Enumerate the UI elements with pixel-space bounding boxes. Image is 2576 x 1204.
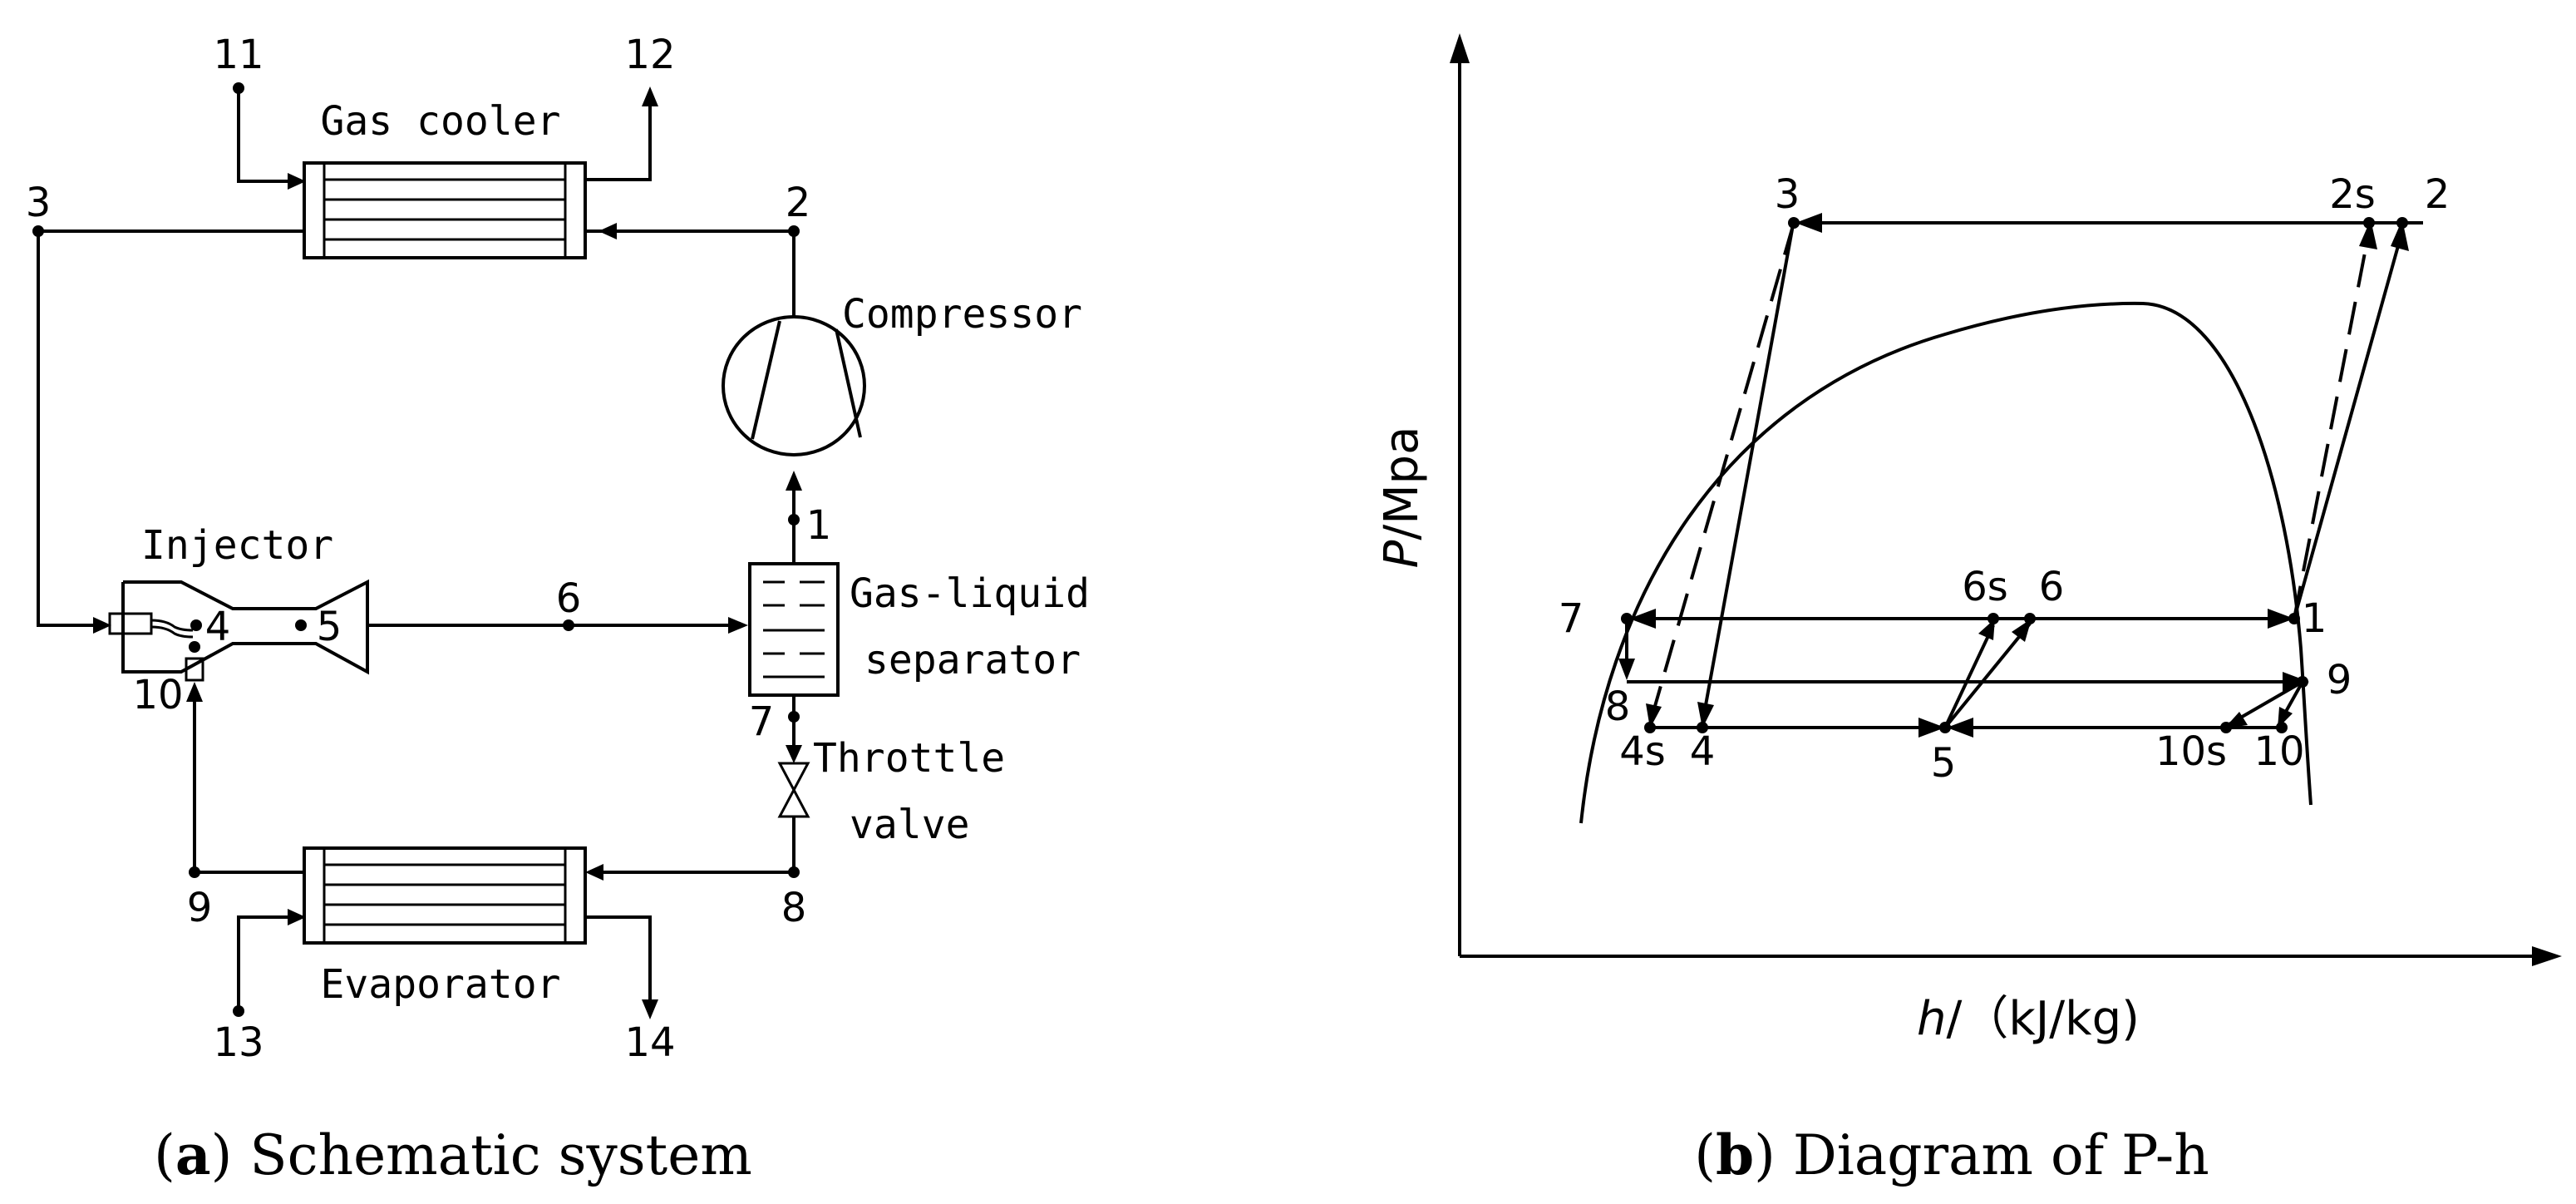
ph-label-6: 6 bbox=[2039, 564, 2065, 610]
caption-b: (b) Diagram of P-h bbox=[1694, 1123, 2209, 1187]
schematic-arrowheads bbox=[93, 86, 802, 1019]
y-axis-label: P/Mpa bbox=[1375, 427, 1429, 569]
ph-label-2: 2 bbox=[2425, 171, 2450, 218]
gas-cooler bbox=[303, 161, 587, 259]
ph-label-6s: 6s bbox=[1962, 564, 2008, 610]
state-label-11: 11 bbox=[213, 32, 264, 78]
schematic-state-labels: 11 12 3 2 1 4 5 6 10 7 8 9 13 14 bbox=[26, 32, 832, 1066]
state-label-7: 7 bbox=[749, 698, 775, 745]
ph-label-10s: 10s bbox=[2155, 728, 2227, 775]
ph-arrowheads bbox=[1618, 213, 2409, 738]
state-label-12: 12 bbox=[624, 32, 675, 78]
state-label-9: 9 bbox=[187, 885, 213, 931]
ph-label-4s: 4s bbox=[1619, 728, 1666, 775]
ph-dashed-lines bbox=[1648, 222, 2371, 724]
state-label-10: 10 bbox=[132, 672, 183, 718]
ph-label-2s: 2s bbox=[2329, 171, 2376, 218]
ph-label-3: 3 bbox=[1775, 171, 1800, 218]
schematic-diagram: Gas cooler Evaporator Compressor bbox=[26, 32, 1090, 1187]
state-label-2: 2 bbox=[786, 180, 811, 226]
ph-label-8: 8 bbox=[1605, 683, 1631, 730]
ph-label-5: 5 bbox=[1931, 740, 1957, 787]
x-axis-label: h/（kJ/kg) bbox=[1917, 992, 2140, 1046]
saturation-dome bbox=[1579, 301, 2312, 824]
injector bbox=[108, 579, 369, 682]
separator-label-line1: Gas-liquid bbox=[850, 570, 1090, 617]
throttle-label-line2: valve bbox=[850, 802, 970, 848]
caption-b-letter: b bbox=[1716, 1123, 1754, 1187]
gas-liquid-separator bbox=[748, 562, 840, 697]
ph-diagram: P/Mpa h/（kJ/kg) bbox=[1375, 33, 2562, 1187]
ph-points bbox=[1621, 217, 2408, 733]
separator-label-line2: separator bbox=[864, 637, 1081, 683]
ph-label-9: 9 bbox=[2327, 657, 2352, 703]
ph-label-7: 7 bbox=[1559, 595, 1584, 642]
caption-a: (a) Schematic system bbox=[154, 1123, 752, 1187]
state-label-14: 14 bbox=[624, 1019, 675, 1066]
caption-b-text: Diagram of P-h bbox=[1793, 1123, 2209, 1187]
throttle-label-line1: Throttle bbox=[813, 735, 1005, 782]
evaporator-label: Evaporator bbox=[321, 961, 561, 1008]
state-label-6: 6 bbox=[556, 575, 582, 622]
evaporator bbox=[303, 846, 587, 945]
caption-a-text: Schematic system bbox=[249, 1123, 751, 1187]
state-label-4: 4 bbox=[205, 604, 231, 650]
state-label-13: 13 bbox=[213, 1019, 264, 1066]
state-label-5: 5 bbox=[317, 604, 342, 650]
compressor-label: Compressor bbox=[842, 291, 1082, 338]
ph-state-labels: 3 2s 2 7 6s 6 1 9 8 4s 4 5 10s 10 bbox=[1559, 171, 2450, 787]
ph-label-10: 10 bbox=[2253, 728, 2304, 775]
state-label-3: 3 bbox=[26, 180, 52, 226]
ph-axes bbox=[1450, 33, 2562, 966]
injector-label: Injector bbox=[141, 522, 333, 569]
throttle-valve bbox=[777, 762, 810, 818]
ph-process-lines bbox=[1625, 220, 2423, 729]
caption-a-letter: a bbox=[175, 1123, 211, 1187]
state-label-8: 8 bbox=[781, 885, 807, 931]
ph-label-4: 4 bbox=[1690, 728, 1716, 775]
gas-cooler-label: Gas cooler bbox=[321, 98, 561, 145]
state-label-1: 1 bbox=[806, 502, 832, 549]
ph-label-1: 1 bbox=[2302, 595, 2327, 642]
schematic-nodes bbox=[32, 82, 800, 1017]
